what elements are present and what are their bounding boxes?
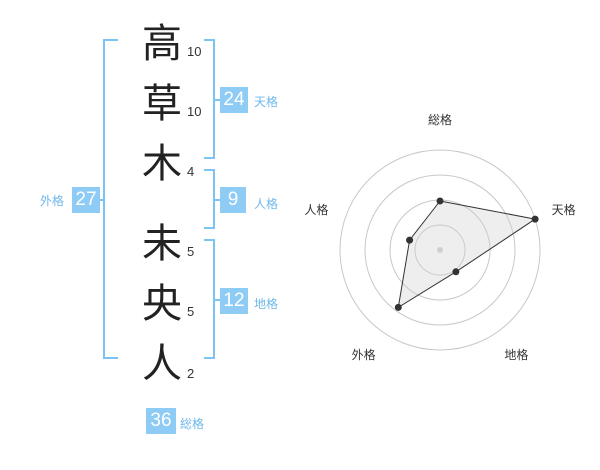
radar-point-5 (406, 236, 414, 244)
name-char-1: 高 (142, 21, 182, 67)
radar-ring-3 (364, 174, 516, 326)
name-char-6: 人 (142, 341, 182, 387)
stroke-count-5: 5 (187, 304, 195, 319)
radar-point-2 (531, 215, 539, 223)
stroke-count-3: 4 (187, 164, 195, 179)
radar-axis-label-5: 人格 (304, 202, 328, 217)
gaikaku-value: 27 (72, 187, 100, 213)
stroke-count-2: 10 (187, 104, 202, 119)
tenkaku-bracket (204, 39, 220, 159)
stroke-count-6: 2 (187, 366, 195, 381)
jinkaku-bracket (204, 169, 220, 229)
tenkaku-label: 天格 (254, 95, 279, 109)
stroke-count-4: 5 (187, 244, 195, 259)
name-char-4: 未 (142, 221, 182, 267)
soukaku-label: 総格 (180, 417, 205, 431)
radar-axis-label-2: 天格 (552, 202, 576, 217)
radar-axis-label-4: 外格 (352, 347, 376, 362)
radar-ring-1 (414, 224, 466, 276)
soukaku-value: 36 (146, 408, 176, 434)
chikaku-value: 12 (220, 288, 248, 314)
name-char-2: 草 (142, 81, 182, 127)
radar-axis-label-1: 総格 (428, 112, 452, 127)
radar-series-area (397, 200, 537, 309)
radar-axis-label-3: 地格 (504, 347, 528, 362)
name-char-5: 央 (142, 281, 182, 327)
stroke-count-1: 10 (187, 44, 202, 59)
chikaku-bracket (204, 239, 220, 359)
chikaku-label: 地格 (254, 297, 279, 311)
name-char-3: 木 (142, 141, 182, 187)
tenkaku-value: 24 (220, 87, 248, 113)
radar-ring-4 (339, 149, 541, 351)
radar-point-4 (394, 303, 402, 311)
radar-point-1 (436, 197, 444, 205)
jinkaku-label: 人格 (254, 197, 279, 211)
jinkaku-value: 9 (220, 187, 246, 213)
radar-center (437, 247, 443, 253)
gaikaku-label: 外格 (40, 194, 65, 208)
radar-point-3 (452, 268, 460, 276)
